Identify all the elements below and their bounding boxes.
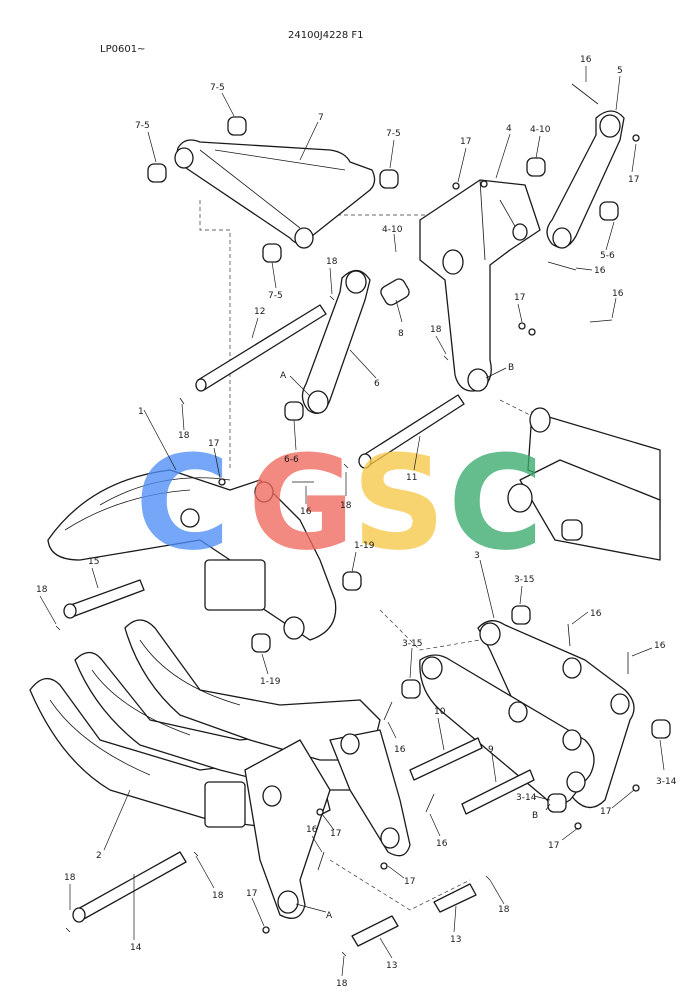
callout-label: 4 <box>506 124 512 134</box>
callout-label: 12 <box>254 307 265 317</box>
callout-label: 18 <box>430 325 442 335</box>
pins-9-10 <box>409 737 535 815</box>
watermark-letter: S <box>352 427 446 579</box>
callout-label: 18 <box>336 979 348 989</box>
callout-label: B <box>508 363 514 373</box>
callout-label: A <box>280 371 287 381</box>
callout-label: 8 <box>398 329 404 339</box>
callout-label: 3 <box>474 551 480 561</box>
callout-label: 7-5 <box>386 129 401 139</box>
callout-label: 17 <box>514 293 525 303</box>
callout-label: 17 <box>330 829 341 839</box>
callout-label: 16 <box>654 641 666 651</box>
callout-label: 2 <box>96 851 102 861</box>
callout-label: 4-10 <box>530 125 551 135</box>
callout-label: 14 <box>130 943 142 953</box>
callout-label: 17 <box>628 175 639 185</box>
callout-label: 17 <box>600 807 611 817</box>
upper-link-7 <box>174 139 376 249</box>
callout-label: 11 <box>406 473 417 483</box>
callout-label: 17 <box>460 137 471 147</box>
callout-label: 9 <box>488 745 494 755</box>
callout-label: 7 <box>318 113 324 123</box>
callout-label: 17 <box>404 877 415 887</box>
link-6 <box>284 269 371 421</box>
callout-label: 13 <box>450 935 461 945</box>
callout-label: 3-15 <box>514 575 534 585</box>
callout-label: 16 <box>300 507 312 517</box>
hydraulic-cylinder <box>507 407 661 561</box>
callout-label: 6-6 <box>284 455 299 465</box>
callout-label: 1-19 <box>260 677 281 687</box>
callout-label: 3-15 <box>402 639 422 649</box>
callout-label: 18 <box>498 905 510 915</box>
callout-label: 15 <box>88 557 99 567</box>
hardware-fasteners <box>55 83 640 957</box>
callout-label: 16 <box>580 55 592 65</box>
callout-label: A <box>326 911 333 921</box>
callout-label: 6 <box>374 379 380 389</box>
callout-label: 1-19 <box>354 541 375 551</box>
pin-12 <box>195 304 327 392</box>
watermark-letter: C <box>448 427 543 579</box>
callout-label: 10 <box>434 707 446 717</box>
callout-label: 4-10 <box>382 225 403 235</box>
frame-link-3 <box>401 605 671 813</box>
callout-label: 18 <box>36 585 48 595</box>
callout-label: 5-6 <box>600 251 615 261</box>
grapple-arm-1 <box>47 469 362 653</box>
pins-13-14 <box>72 851 477 947</box>
callout-label: 7-5 <box>135 121 150 131</box>
callouts: 16 5 7-5 7 7-5 7-5 17 4 4-10 17 4-10 5-6… <box>36 55 677 989</box>
callout-label: 16 <box>394 745 406 755</box>
watermark-letter: G <box>248 427 355 579</box>
callout-label: 16 <box>436 839 448 849</box>
callout-label: 18 <box>64 873 76 883</box>
grapple-tines-2 <box>29 619 411 919</box>
callout-label: 16 <box>612 289 624 299</box>
callout-label: 1 <box>138 407 144 417</box>
callout-label: 16 <box>594 266 606 276</box>
pin-11 <box>358 394 465 469</box>
callout-label: 17 <box>246 889 257 899</box>
callout-label: 16 <box>306 825 318 835</box>
bracket-4 <box>419 179 541 392</box>
serial-range-label: LP0601~ <box>100 44 145 55</box>
callout-label: 18 <box>178 431 190 441</box>
pin-15 <box>63 579 145 619</box>
callout-label: 17 <box>208 439 219 449</box>
callout-label: 7-5 <box>268 291 283 301</box>
callout-label: 18 <box>212 891 224 901</box>
bushings-7-5 <box>147 116 399 263</box>
callout-label: B <box>532 811 538 821</box>
callout-label: 3-14 <box>516 793 537 803</box>
callout-label: 5 <box>617 66 623 76</box>
pin-8 <box>380 278 410 306</box>
watermark: C G S C <box>135 427 543 579</box>
callout-label: 17 <box>548 841 559 851</box>
callout-label: 18 <box>340 501 352 511</box>
callout-label: 18 <box>326 257 338 267</box>
callout-label: 3-14 <box>656 777 677 787</box>
callout-label: 16 <box>590 609 602 619</box>
link-5 <box>526 110 625 249</box>
callout-label: 13 <box>386 961 397 971</box>
watermark-letter: C <box>135 427 230 579</box>
callout-label: 7-5 <box>210 83 225 93</box>
part-number-label: 24100J4228 F1 <box>288 30 364 41</box>
